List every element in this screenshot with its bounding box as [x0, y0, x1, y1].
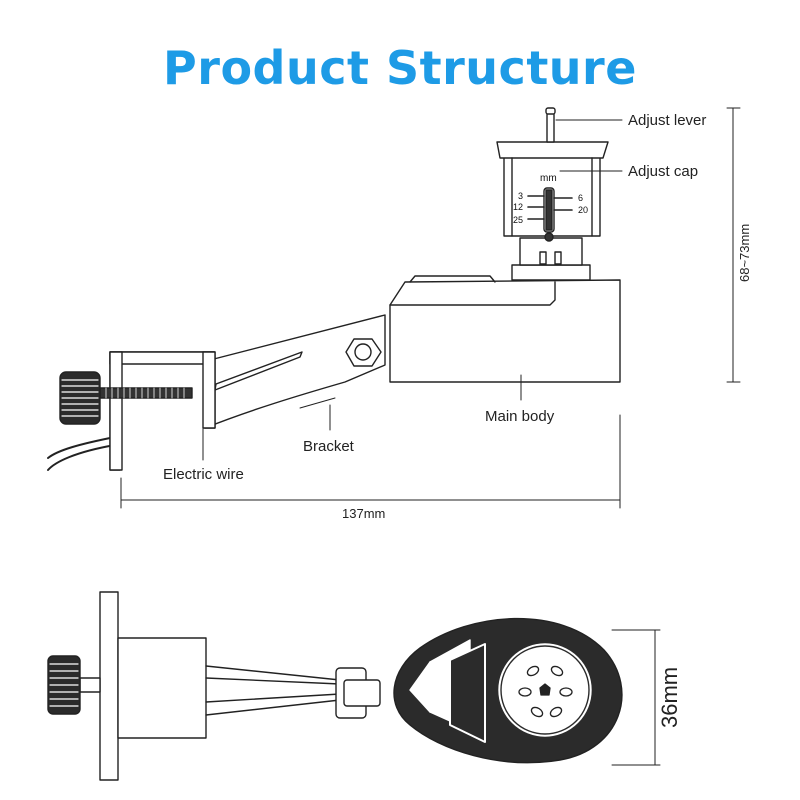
electric-wire — [47, 444, 116, 471]
dimension-length — [120, 414, 621, 509]
dimension-height-label: 68~73mm — [737, 224, 752, 282]
side-view — [47, 107, 741, 509]
dimension-height — [726, 107, 741, 383]
label-main-body: Main body — [485, 408, 555, 425]
label-adjust-lever: Adjust lever — [628, 112, 706, 129]
main-body — [389, 279, 621, 383]
scale-left-1: 3 — [518, 191, 523, 201]
adjust-cap — [496, 141, 609, 281]
bracket — [204, 314, 386, 429]
label-adjust-cap: Adjust cap — [628, 163, 698, 180]
dimension-width-label: 36mm — [657, 667, 682, 728]
scale-unit: mm — [540, 173, 557, 184]
top-arm — [205, 665, 341, 716]
adjust-lever — [545, 107, 556, 143]
scale-right-1: 6 — [578, 193, 583, 203]
hex-nut — [345, 338, 382, 367]
scale-left-3: 25 — [513, 215, 523, 225]
dimension-width — [611, 629, 661, 766]
scale-left-2: 12 — [513, 202, 523, 212]
page-title: Product Structure — [163, 41, 637, 95]
scale-right-2: 20 — [578, 205, 588, 215]
clamp-frame — [109, 351, 216, 471]
top-view — [47, 591, 661, 781]
mounting-plate — [99, 591, 119, 781]
dimension-length-label: 137mm — [342, 506, 385, 521]
clamp-block — [117, 637, 207, 739]
label-electric-wire: Electric wire — [163, 466, 244, 483]
label-bracket: Bracket — [303, 438, 355, 455]
